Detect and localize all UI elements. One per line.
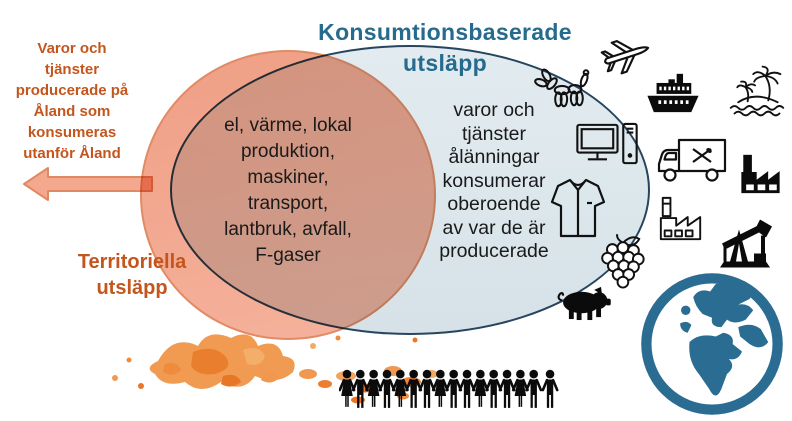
food-truck-icon <box>655 137 729 183</box>
grapes-icon <box>597 233 645 291</box>
palm-island-icon <box>727 62 787 120</box>
territorial-circle-content: el, värme, lokal produktion, maskiner, t… <box>224 115 352 266</box>
balloon-dog-icon <box>532 68 594 114</box>
cruise-ship-icon <box>643 72 703 114</box>
pig-icon <box>555 284 612 321</box>
desktop-computer-icon <box>575 122 639 166</box>
globe-europe-africa-icon <box>637 269 787 419</box>
territorial-emissions-label: Territoriella utsläpp <box>77 251 187 299</box>
factory-outline-icon <box>655 195 707 243</box>
people-row-icon <box>339 367 560 413</box>
airplane-icon <box>595 30 657 80</box>
diagram-title: Konsumtionsbaserade utsläpp <box>318 19 572 76</box>
shirt-icon <box>549 176 607 240</box>
left-arrow-icon <box>22 165 154 203</box>
factory-solid-icon <box>737 151 784 195</box>
exported-goods-annotation: Varor och tjänster producerade på Åland … <box>15 40 129 162</box>
oil-pump-icon <box>714 215 776 270</box>
territorial-emissions-ellipse <box>140 50 436 340</box>
consumption-circle-content: varor och tjänster ålänningar konsumerar… <box>439 99 549 262</box>
